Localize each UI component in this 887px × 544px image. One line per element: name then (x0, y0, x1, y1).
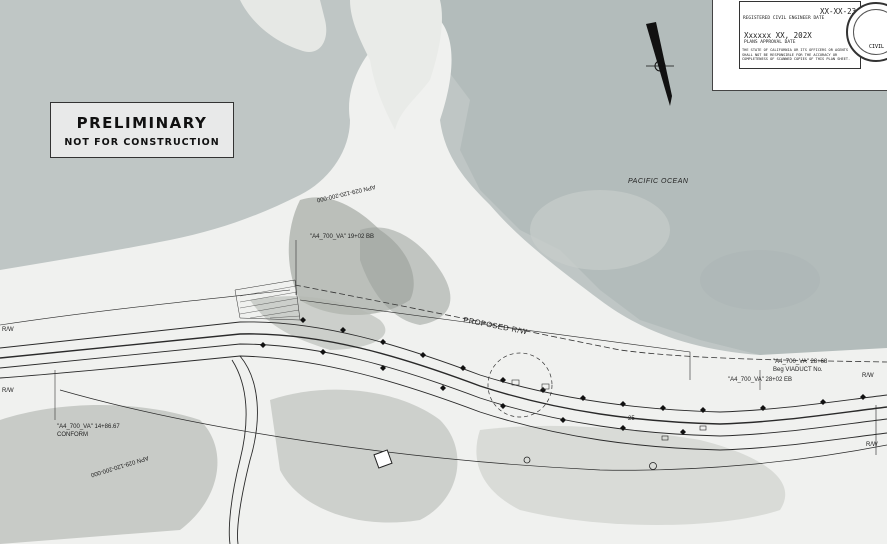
label-station-bb: "A4_700_VA" 19+02 BB (310, 234, 374, 240)
camera-icon (523, 456, 657, 470)
preliminary-title: PRELIMINARY (76, 114, 208, 132)
label-viaduct-beg: Beg VIADUCT No. (773, 367, 823, 373)
label-viaduct-station: "A4_700_VA" 28+68 (773, 359, 828, 365)
north-arrow-icon (646, 22, 674, 106)
station-circle (487, 352, 553, 418)
stamp-approval-date: Xxxxxx XX, 202X (744, 31, 812, 40)
engineer-seal: CIVIL (846, 2, 887, 62)
label-station-conform: "A4_700_VA" 14+86.67 (57, 424, 120, 430)
stamp-frame: XX-XX-23 REGISTERED CIVIL ENGINEER DATE … (739, 1, 861, 69)
leader-lines (54, 240, 761, 420)
engineer-stamp-block: XX-XX-23 REGISTERED CIVIL ENGINEER DATE … (712, 0, 887, 91)
preliminary-subtitle: NOT FOR CONSTRUCTION (64, 137, 220, 148)
proposed-rw-line (294, 284, 887, 363)
roadway-alignment (0, 289, 887, 544)
stamp-date: XX-XX-23 (820, 7, 857, 16)
label-rw-right-top: R/W (862, 373, 874, 379)
label-station-eb: "A4_700_VA" 28+02 EB (728, 377, 792, 383)
preliminary-box: PRELIMINARY NOT FOR CONSTRUCTION (50, 102, 234, 158)
stamp-approval-label: PLANS APPROVAL DATE (744, 40, 796, 45)
label-rw-left-top: R/W (2, 327, 14, 333)
edge-markers (260, 317, 866, 435)
small-structure (373, 449, 393, 469)
label-rw-left-bottom: R/W (2, 388, 14, 394)
label-station-25: 25 (628, 416, 635, 422)
label-rw-right-bottom: R/W (866, 442, 878, 448)
seal-text: CIVIL (869, 44, 885, 50)
stamp-fine-print: THE STATE OF CALIFORNIA OR ITS OFFICERS … (742, 48, 851, 61)
stamp-signature-label: REGISTERED CIVIL ENGINEER DATE (743, 16, 825, 21)
label-pacific-ocean: PACIFIC OCEAN (628, 178, 689, 185)
label-conform: CONFORM (57, 432, 88, 438)
